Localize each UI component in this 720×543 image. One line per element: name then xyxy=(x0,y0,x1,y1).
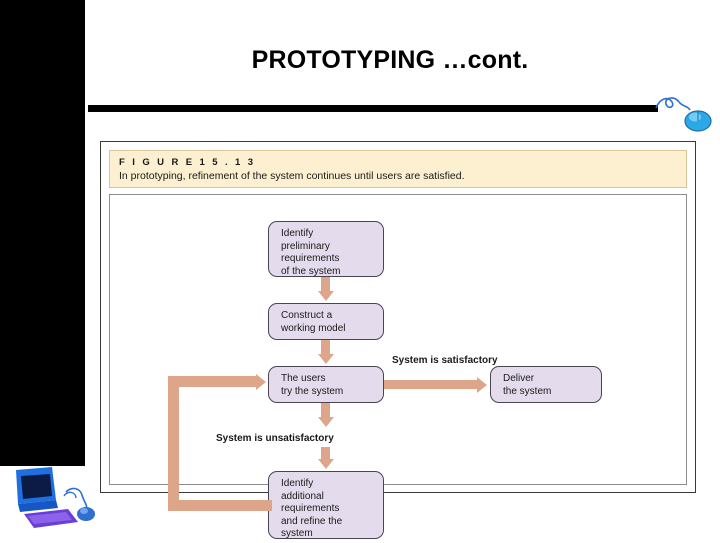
figure-caption-text: In prototyping, refinement of the system… xyxy=(119,170,465,182)
flow-node-identify-preliminary-requirements[interactable]: Identify preliminary requirements of the… xyxy=(268,221,384,277)
arrow-head-unsatisfactory-upper xyxy=(317,417,334,427)
flow-node-users-try-system[interactable]: The users try the system xyxy=(268,366,384,403)
feedback-loop-bottom-segment xyxy=(168,500,272,511)
arrow-head-n1-n2 xyxy=(317,291,334,301)
desktop-computer-icon xyxy=(6,462,102,538)
arrow-shaft-satisfactory xyxy=(384,380,479,389)
page-title: PROTOTYPING …cont. xyxy=(251,46,529,74)
arrow-head-satisfactory xyxy=(477,376,487,393)
figure-caption-title: F I G U R E 1 5 . 1 3 xyxy=(119,157,256,168)
arrow-head-unsatisfactory-lower xyxy=(317,459,334,469)
left-accent-bar xyxy=(0,0,85,466)
feedback-loop-left-segment xyxy=(168,376,179,506)
flow-node-deliver-system[interactable]: Deliver the system xyxy=(490,366,602,403)
figure-caption: F I G U R E 1 5 . 1 3 In prototyping, re… xyxy=(109,150,687,188)
edge-label-unsatisfactory: System is unsatisfactory xyxy=(216,433,334,444)
feedback-loop-arrow-head xyxy=(256,373,266,390)
flow-node-construct-working-model[interactable]: Construct a working model xyxy=(268,303,384,340)
arrow-shaft-unsatisfactory-lower xyxy=(321,447,330,461)
flow-node-identify-additional-requirements[interactable]: Identify additional requirements and ref… xyxy=(268,471,384,539)
arrow-shaft-n1-n2 xyxy=(321,277,330,293)
computer-mouse-icon xyxy=(652,90,714,138)
arrow-shaft-unsatisfactory-upper xyxy=(321,403,330,419)
title-divider xyxy=(88,105,658,112)
edge-label-satisfactory: System is satisfactory xyxy=(392,355,498,366)
flowchart-panel: Identify preliminary requirements of the… xyxy=(109,194,687,539)
arrow-head-n2-n3 xyxy=(317,354,334,364)
arrow-shaft-n2-n3 xyxy=(321,340,330,356)
figure-frame: F I G U R E 1 5 . 1 3 In prototyping, re… xyxy=(100,141,696,539)
feedback-loop-top-segment xyxy=(168,376,258,387)
